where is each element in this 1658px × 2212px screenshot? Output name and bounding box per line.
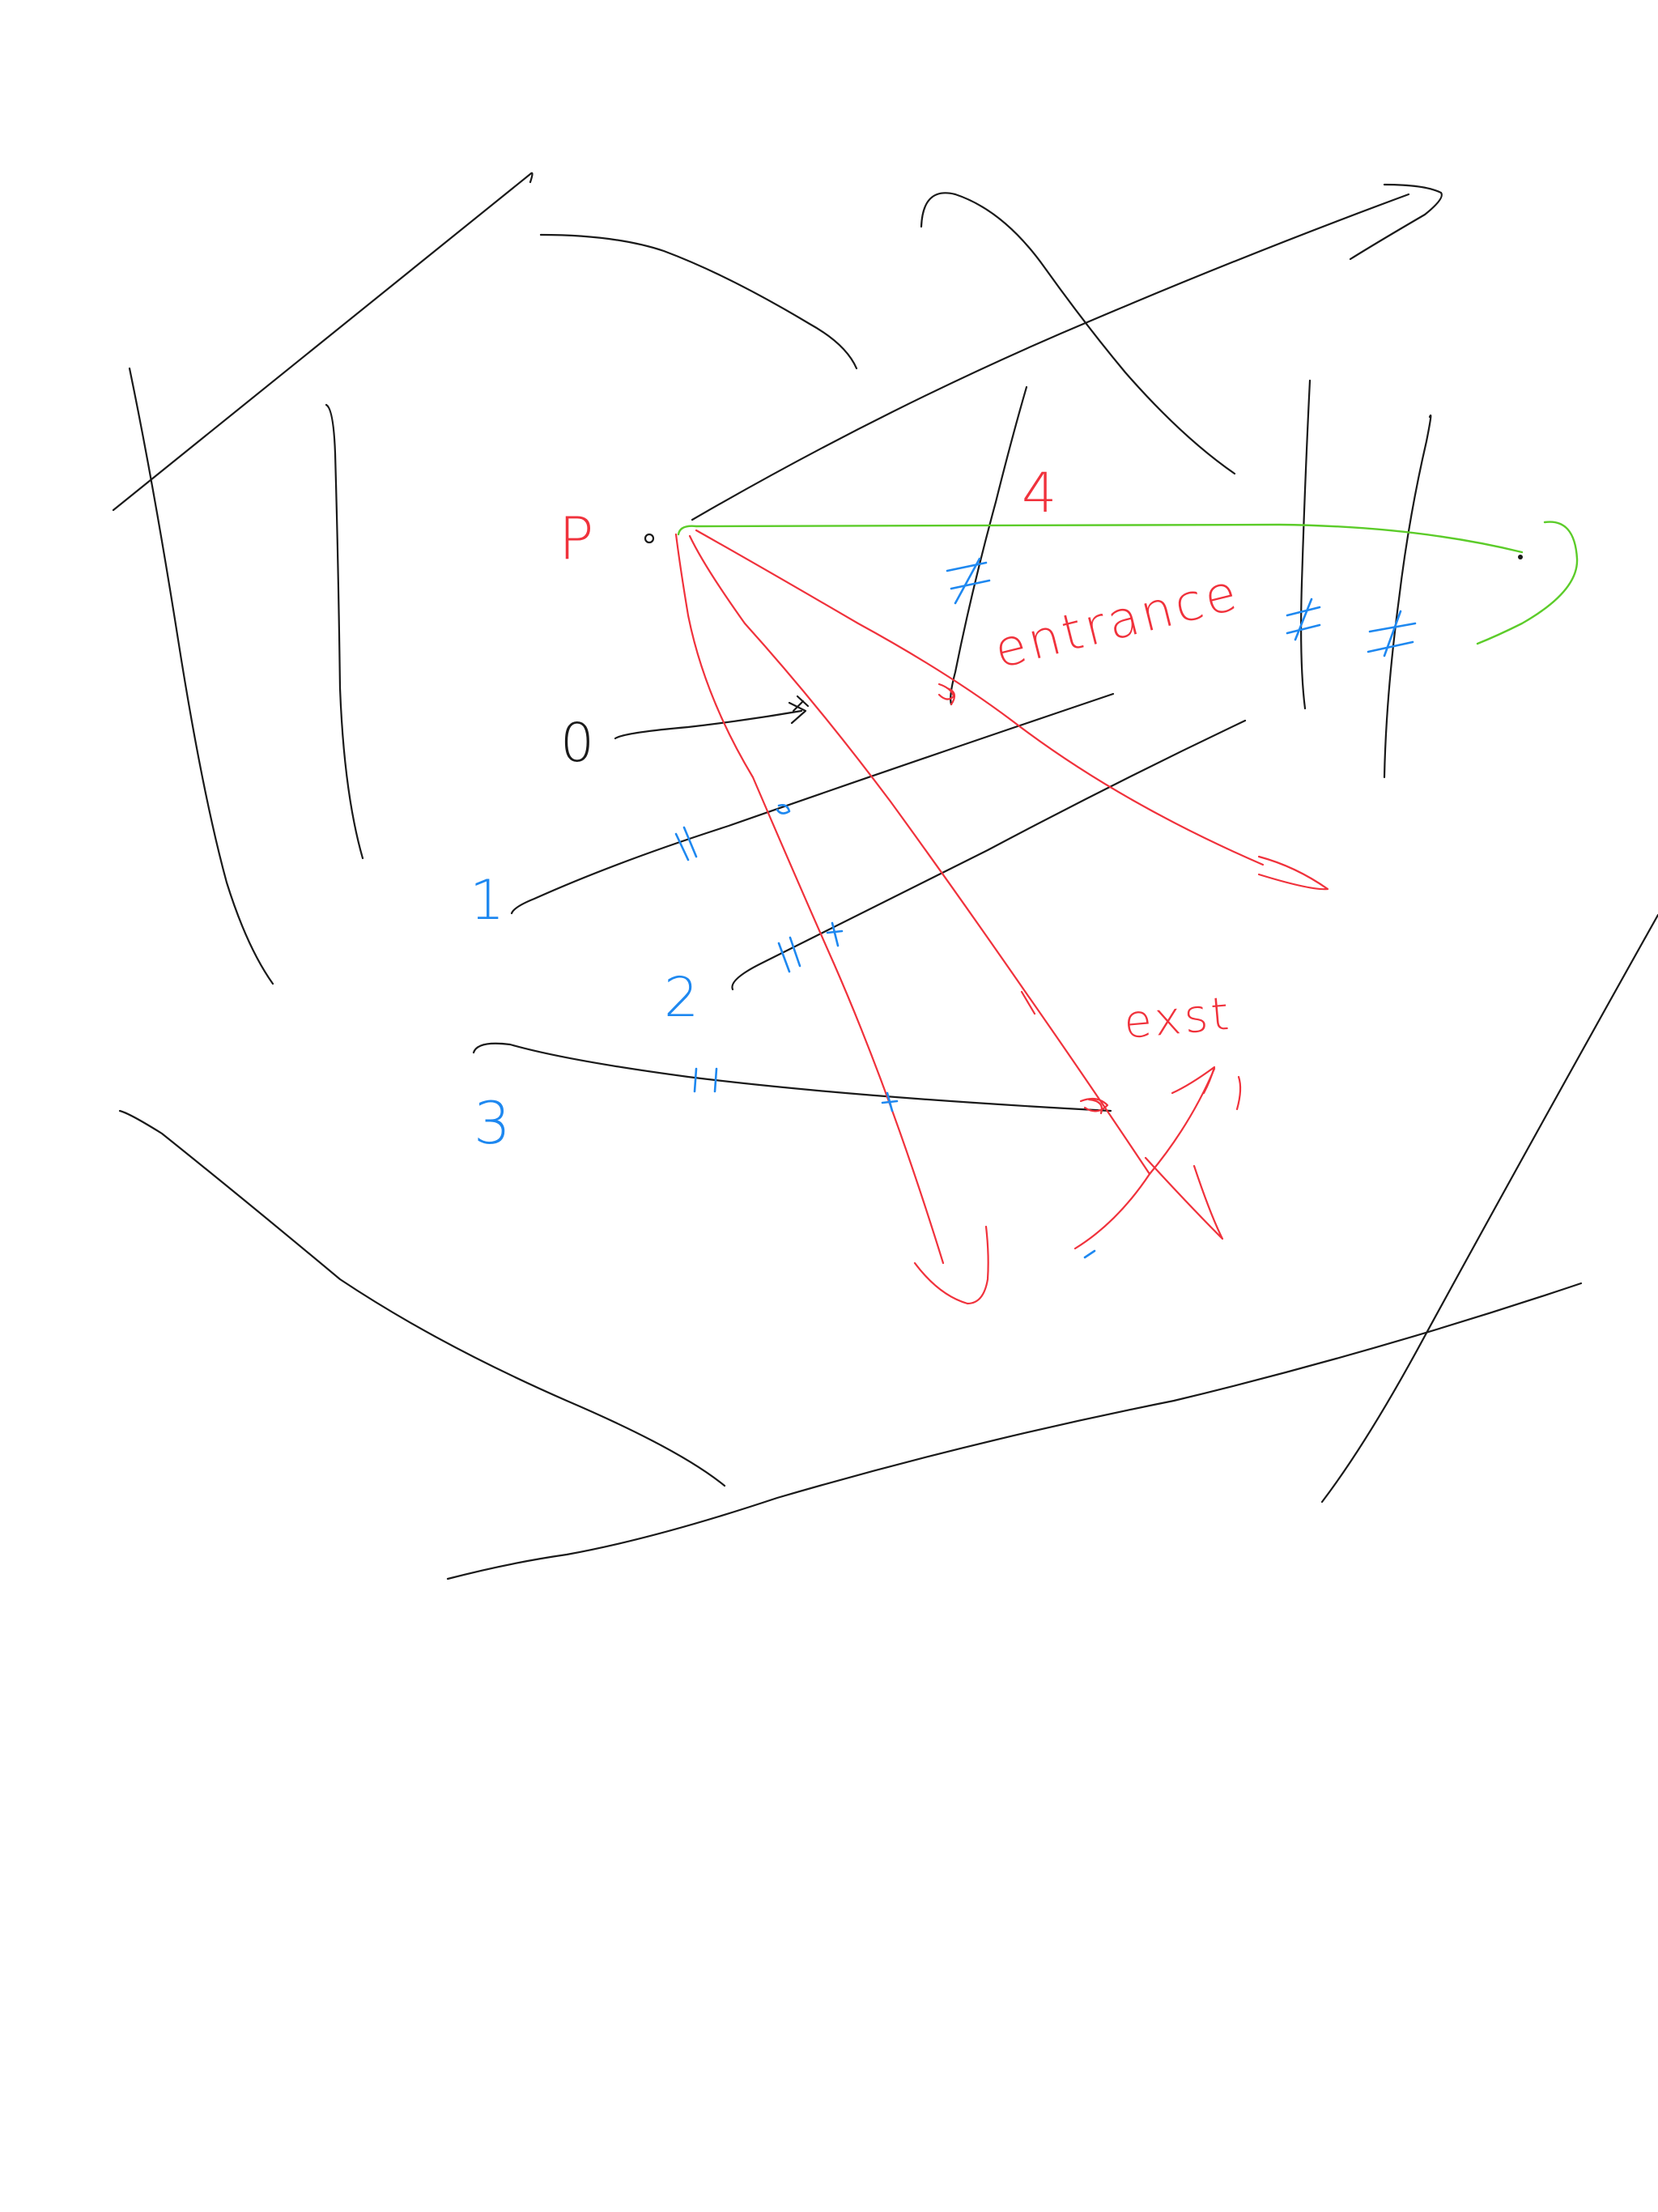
blue-tick-line-1 [674, 826, 698, 861]
red-ray-mid-arrowhead [1144, 1156, 1224, 1240]
red-exit-arrow-2 [1235, 1075, 1242, 1111]
green-ray [677, 521, 1579, 645]
red-rays: entrance exst 4 [674, 462, 1329, 1305]
red-entrance-mark [937, 683, 956, 706]
stroke-line-2 [731, 719, 1247, 991]
red-ray-steep-arrowhead [913, 1225, 989, 1305]
label-line-3: 3 [474, 1089, 514, 1157]
stroke-top-right-arrow [1349, 183, 1443, 261]
red-ray-shallow-arrowhead [1257, 855, 1329, 891]
label-exit: exst [1122, 988, 1235, 1049]
stroke-line-1 [510, 692, 1115, 915]
blue-dot-line-2 [826, 921, 844, 947]
stroke-long-left-curve [128, 367, 274, 985]
stroke-line-3 [472, 1042, 1112, 1112]
green-hook [1476, 521, 1579, 645]
green-horizontal-line [677, 523, 1524, 554]
blue-small-dash [1083, 1249, 1096, 1259]
stroke-line-0 [614, 709, 803, 740]
stroke-line-4 [950, 385, 1028, 706]
arrowhead-line-0 [788, 701, 807, 725]
label-line-2: 2 [664, 966, 702, 1030]
red-exit-mark [1079, 1097, 1109, 1115]
label-point-p: P [559, 504, 597, 572]
stroke-bottom-right-diagonal [1320, 913, 1658, 1504]
red-ray-shallow [695, 529, 1265, 866]
blue-tick-line-3 [693, 1067, 718, 1093]
blue-neq-right-1 [1286, 598, 1321, 641]
blue-dot-line-3 [881, 1091, 899, 1112]
point-p: P [559, 504, 655, 572]
stroke-top-left-diagonal [112, 172, 534, 512]
red-ray-steep [674, 533, 945, 1265]
stroke-left-vertical [325, 403, 364, 860]
label-line-0: 0 [560, 712, 597, 774]
background-lines [112, 172, 1658, 1580]
label-line-1: 1 [470, 869, 508, 933]
stroke-right-vertical-2 [1383, 415, 1432, 779]
label-entrance: entrance [988, 562, 1245, 680]
stroke-top-arc [539, 233, 858, 370]
red-dash-on-ray [1020, 990, 1036, 1015]
blue-neq-line-4 [946, 557, 991, 605]
blue-annotations: 1 2 3 [470, 557, 1417, 1259]
red-ray-mid [688, 534, 1151, 1176]
point-p-dot [644, 533, 655, 544]
mark-line-0-crossing [792, 695, 810, 713]
green-end-dot [1518, 555, 1523, 559]
blue-dot-line-1 [776, 804, 791, 815]
label-line-4: 4 [1022, 462, 1060, 525]
stroke-right-vertical-1 [1300, 379, 1312, 710]
red-exit-curve [1073, 1067, 1216, 1250]
blue-tick-line-2 [777, 936, 801, 973]
stroke-top-s-curve [920, 192, 1236, 475]
stroke-bottom-long-line [446, 1282, 1583, 1580]
stroke-ray-from-p [691, 193, 1410, 521]
stroke-bottom-left-arc [118, 1109, 726, 1487]
blue-neq-right-2 [1367, 610, 1417, 657]
red-exit-arrow-1 [1171, 1066, 1216, 1095]
